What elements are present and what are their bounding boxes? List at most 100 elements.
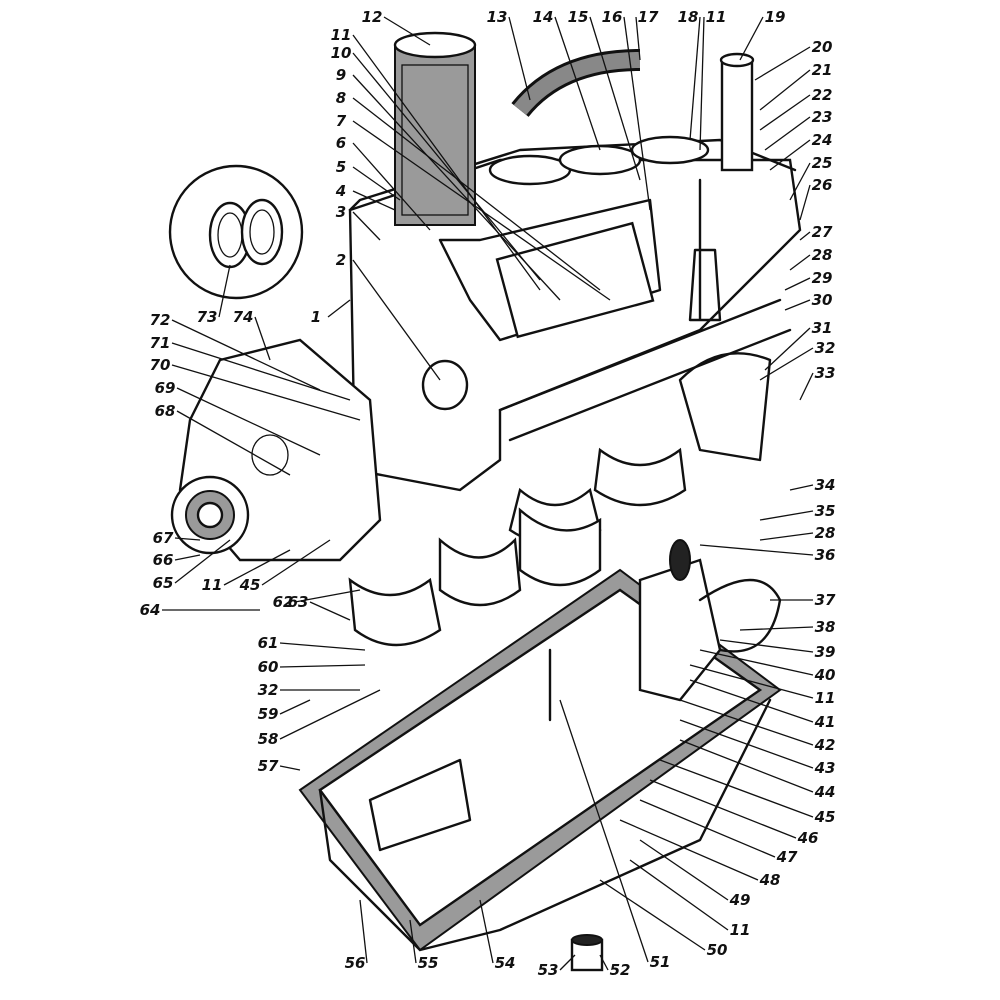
callout-label-18: 18 <box>678 8 699 26</box>
leader-line <box>171 364 361 421</box>
callout-label-37: 37 <box>815 591 836 609</box>
leader-line <box>789 162 811 201</box>
callout-label-45: 45 <box>814 808 836 826</box>
callout-label-55: 55 <box>418 954 439 972</box>
leader-line <box>174 554 201 561</box>
callout-label-65: 65 <box>153 574 174 592</box>
leader-line <box>769 139 811 171</box>
leader-line <box>689 16 701 141</box>
seal-inset-circle <box>168 164 304 300</box>
leader-line <box>352 190 396 211</box>
callout-label-26: 26 <box>812 176 833 194</box>
leader-line <box>623 16 651 211</box>
callout-label-40: 40 <box>814 666 836 684</box>
leader-line <box>759 347 814 381</box>
leader-line <box>689 664 814 699</box>
callout-label-72: 72 <box>150 311 171 329</box>
callout-label-74: 74 <box>233 308 254 326</box>
oil-filler-pipe <box>688 52 755 322</box>
leader-line <box>352 74 561 301</box>
callout-label-71: 71 <box>150 334 171 352</box>
callout-label-5: 5 <box>336 158 346 176</box>
callout-label-57: 57 <box>258 757 279 775</box>
leader-line <box>759 510 814 521</box>
leader-line <box>352 259 441 381</box>
leader-line <box>799 184 811 221</box>
callout-label-31: 31 <box>812 319 833 337</box>
leader-line <box>759 532 814 541</box>
callout-label-16: 16 <box>602 8 623 26</box>
callout-label-48: 48 <box>759 871 781 889</box>
leader-line <box>261 539 331 586</box>
callout-label-41: 41 <box>814 713 836 731</box>
callout-label-10: 10 <box>331 44 352 62</box>
callout-label-54: 54 <box>495 954 516 972</box>
leader-line <box>789 484 814 491</box>
callout-label-6: 6 <box>336 134 346 152</box>
callout-label-36: 36 <box>815 546 836 564</box>
leader-line <box>589 16 641 181</box>
callout-label-66: 66 <box>153 551 174 569</box>
leader-line <box>508 16 531 101</box>
leader-line <box>309 601 351 621</box>
leader-line <box>383 16 431 46</box>
callout-label-32: 32 <box>815 339 836 357</box>
callout-label-11: 11 <box>706 8 727 26</box>
leader-line <box>352 120 611 301</box>
callout-label-11: 11 <box>202 576 223 594</box>
leader-line <box>699 16 705 151</box>
callout-label-62: 62 <box>273 593 294 611</box>
callout-label-17: 17 <box>638 8 659 26</box>
leader-line <box>171 319 321 391</box>
leader-line <box>799 372 814 401</box>
leader-line <box>764 116 811 151</box>
leader-line <box>789 254 811 271</box>
leader-line <box>554 16 601 151</box>
callout-label-59: 59 <box>258 705 279 723</box>
callout-label-27: 27 <box>812 223 833 241</box>
leader-line <box>409 919 417 964</box>
leader-line <box>359 899 368 964</box>
callout-label-70: 70 <box>150 356 171 374</box>
callout-label-58: 58 <box>258 730 279 748</box>
leader-line <box>352 97 601 291</box>
leader-line <box>559 699 649 963</box>
callout-label-19: 19 <box>765 8 786 26</box>
cylinder-liner <box>393 31 477 226</box>
leader-line <box>352 34 541 291</box>
callout-label-56: 56 <box>345 954 366 972</box>
leader-line <box>649 779 797 839</box>
leader-line <box>479 899 494 964</box>
callout-label-28: 28 <box>815 524 836 542</box>
callout-label-28: 28 <box>812 246 833 264</box>
leader-line <box>352 52 541 281</box>
callout-label-3: 3 <box>336 203 346 221</box>
callout-label-63: 63 <box>288 593 309 611</box>
leader-line <box>759 69 811 111</box>
callout-label-20: 20 <box>812 38 833 56</box>
leader-line <box>719 639 814 653</box>
leader-line <box>764 327 811 371</box>
callout-label-69: 69 <box>155 379 176 397</box>
leader-line <box>327 299 351 318</box>
callout-label-49: 49 <box>729 891 751 909</box>
callout-label-9: 9 <box>336 66 346 84</box>
callout-label-52: 52 <box>610 961 631 979</box>
callout-label-35: 35 <box>815 502 836 520</box>
callout-label-39: 39 <box>815 643 836 661</box>
leader-line <box>599 954 609 971</box>
leader-line <box>352 211 381 241</box>
callout-label-11: 11 <box>331 26 352 44</box>
callout-label-42: 42 <box>814 736 836 754</box>
leader-line <box>739 626 814 631</box>
bearing-caps <box>348 447 687 647</box>
callout-label-53: 53 <box>538 961 559 979</box>
callout-label-29: 29 <box>812 269 833 287</box>
callout-label-25: 25 <box>812 154 833 172</box>
leader-line <box>759 94 811 131</box>
leader-line <box>679 699 814 746</box>
callout-label-33: 33 <box>815 364 836 382</box>
leader-line <box>799 231 811 241</box>
